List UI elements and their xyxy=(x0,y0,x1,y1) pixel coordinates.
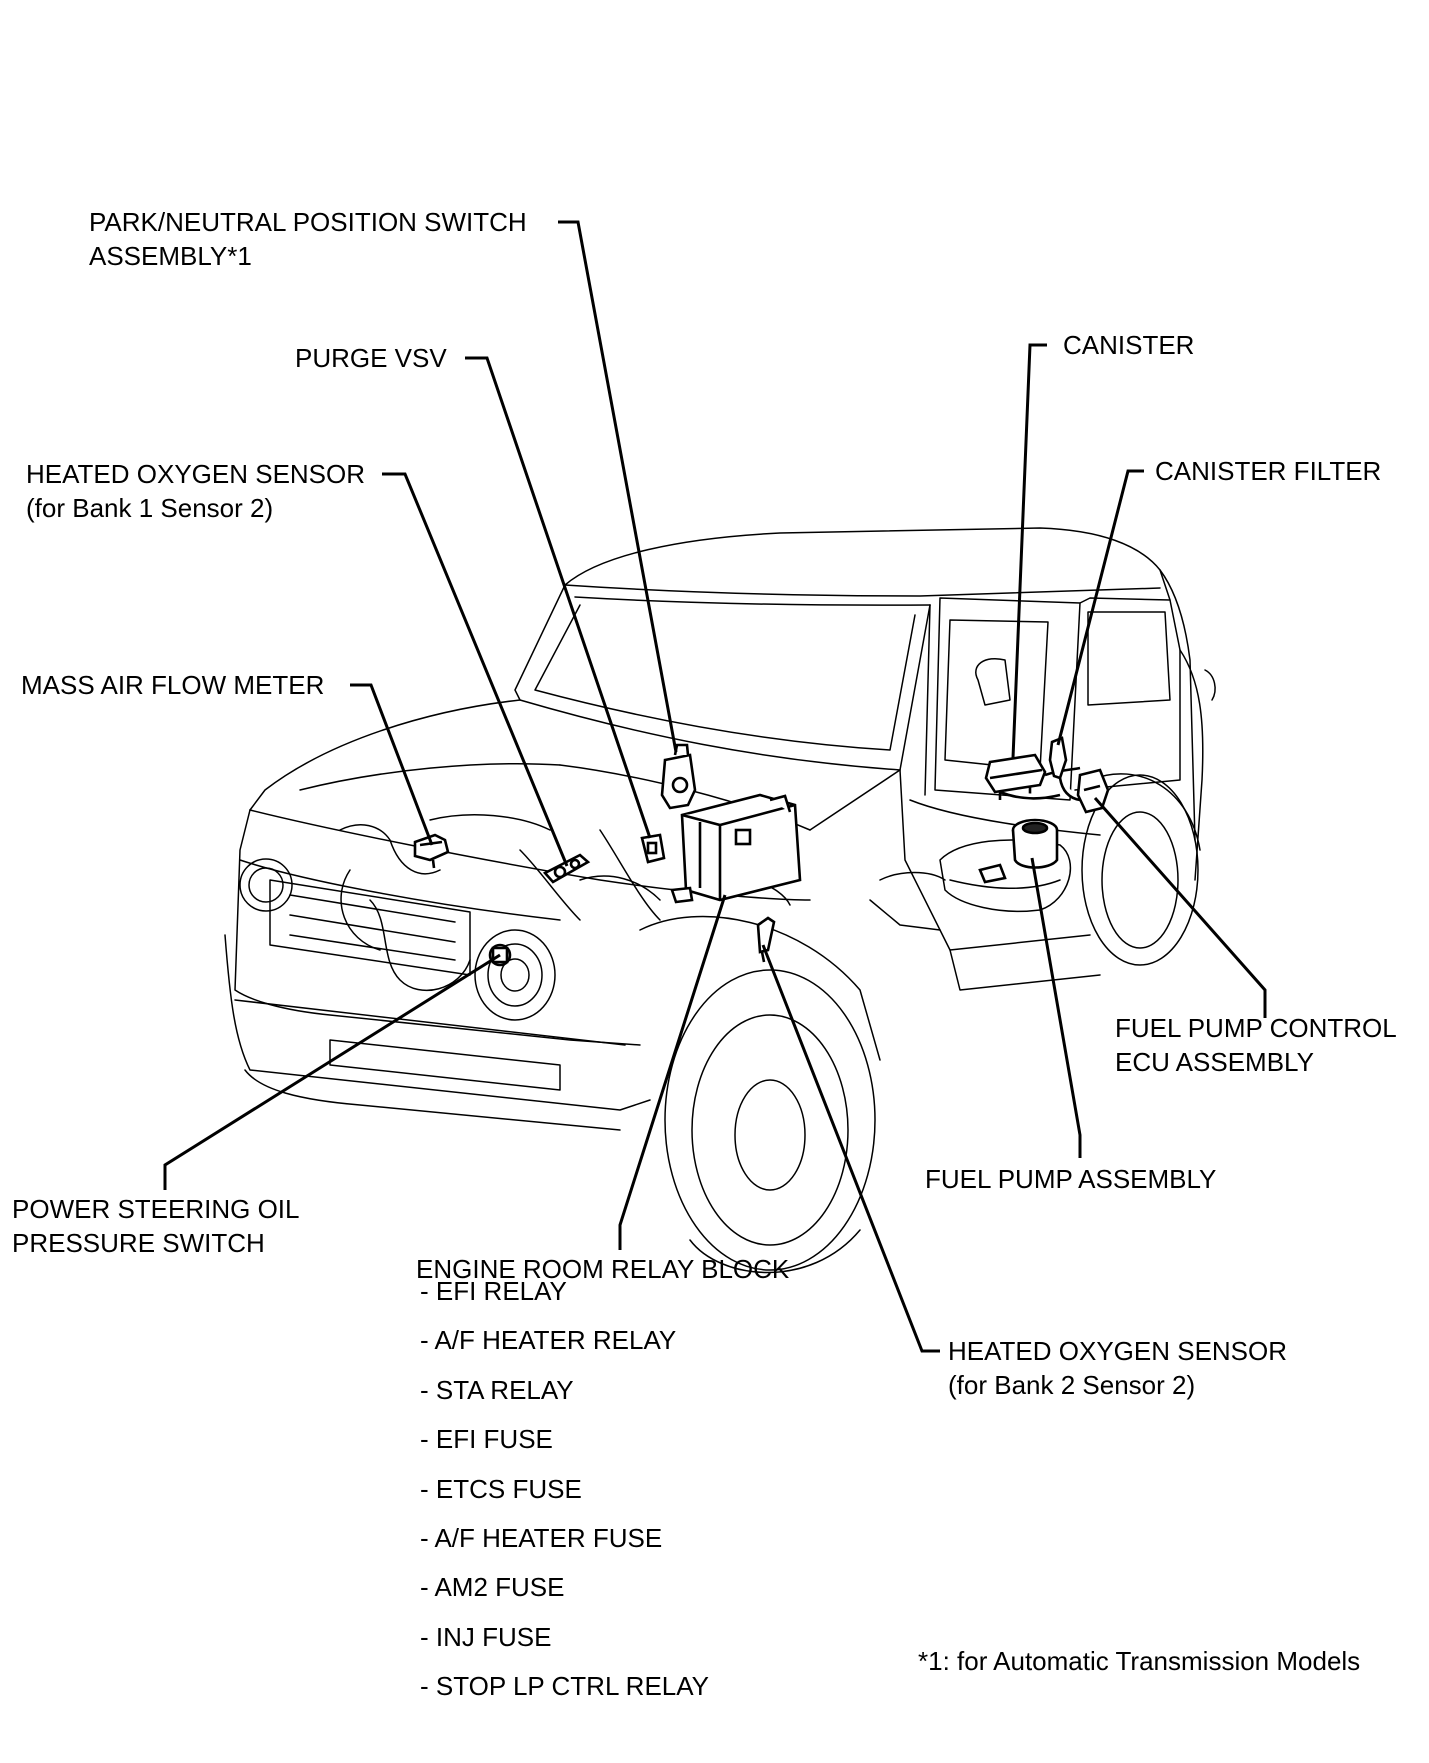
relay-block-item: - STA RELAY xyxy=(420,1374,574,1405)
relay-block-item: - EFI FUSE xyxy=(420,1424,553,1455)
label-park-neutral-line1: PARK/NEUTRAL POSITION SWITCH xyxy=(89,207,527,237)
canister-filter-part xyxy=(1048,736,1081,802)
label-canister-filter: CANISTER FILTER xyxy=(1155,454,1381,488)
relay-block-item: - EFI RELAY xyxy=(420,1276,567,1306)
label-power-steering-switch: POWER STEERING OIL PRESSURE SWITCH xyxy=(12,1192,300,1260)
label-power-steering-line1: POWER STEERING OIL xyxy=(12,1194,300,1224)
leader-park-neutral xyxy=(558,220,678,753)
label-ho2s-bank2: HEATED OXYGEN SENSOR (for Bank 2 Sensor … xyxy=(948,1334,1287,1402)
park-neutral-switch-part xyxy=(660,743,697,810)
label-ho2s-bank1-line2: (for Bank 1 Sensor 2) xyxy=(26,493,274,523)
leader-ho2s-bank1 xyxy=(382,472,569,867)
label-canister: CANISTER xyxy=(1063,328,1194,362)
relay-block-item: - INJ FUSE xyxy=(420,1621,552,1652)
relay-block-item: - ETCS FUSE xyxy=(420,1473,582,1504)
purge-vsv-part xyxy=(640,833,666,864)
label-ho2s-bank2-line2: (for Bank 2 Sensor 2) xyxy=(948,1370,1196,1400)
label-fuel-pump-line1: FUEL PUMP ASSEMBLY xyxy=(925,1164,1217,1194)
vehicle-outline xyxy=(224,527,1216,1274)
label-canister-line1: CANISTER xyxy=(1063,330,1195,360)
relay-block-item: - AM2 FUSE xyxy=(420,1572,565,1603)
label-engine-room-relay-block: ENGINE ROOM RELAY BLOCK xyxy=(416,1252,789,1286)
ho2s-bank2-part xyxy=(756,916,776,963)
leader-canister-filter xyxy=(1056,469,1144,746)
leader-fuel-pump xyxy=(1030,857,1082,1158)
label-canister-filter-line1: CANISTER FILTER xyxy=(1155,456,1382,486)
relay-block-item-list: - EFI RELAY - A/F HEATER RELAY - STA REL… xyxy=(420,1267,709,1712)
leader-power-steering xyxy=(163,953,501,1190)
label-fuel-pump-ecu-line2: ECU ASSEMBLY xyxy=(1115,1047,1314,1077)
engine-room-relay-block-part xyxy=(670,793,802,904)
label-purge-vsv-line1: PURGE VSV xyxy=(295,343,447,373)
label-fuel-pump-ecu-line1: FUEL PUMP CONTROL xyxy=(1115,1013,1397,1043)
leader-fuel-pump-ecu xyxy=(1093,797,1267,1018)
label-relay-block-line1: ENGINE ROOM RELAY BLOCK xyxy=(416,1254,790,1284)
label-purge-vsv: PURGE VSV xyxy=(295,341,447,375)
leader-canister xyxy=(1011,343,1047,759)
relay-block-item: - STOP LP CTRL RELAY xyxy=(420,1671,709,1702)
label-fuel-pump-ecu: FUEL PUMP CONTROL ECU ASSEMBLY xyxy=(1115,1011,1397,1079)
component-markers xyxy=(413,736,1110,967)
leader-mass-air-flow xyxy=(350,683,434,846)
label-park-neutral-line2: ASSEMBLY*1 xyxy=(89,241,252,271)
label-fuel-pump-assembly: FUEL PUMP ASSEMBLY xyxy=(925,1162,1216,1196)
label-ho2s-bank1-line1: HEATED OXYGEN SENSOR xyxy=(26,459,366,489)
leader-relay-block xyxy=(618,894,727,1250)
label-ho2s-bank1: HEATED OXYGEN SENSOR (for Bank 1 Sensor … xyxy=(26,457,365,525)
label-park-neutral-switch: PARK/NEUTRAL POSITION SWITCH ASSEMBLY*1 xyxy=(89,205,527,273)
leader-ho2s-bank2 xyxy=(761,944,940,1353)
label-mass-air-flow-meter: MASS AIR FLOW METER xyxy=(21,668,324,702)
label-power-steering-line2: PRESSURE SWITCH xyxy=(12,1228,265,1258)
leader-purge-vsv xyxy=(465,356,652,839)
ho2s-bank1-part xyxy=(542,853,591,884)
label-mass-air-flow-line1: MASS AIR FLOW METER xyxy=(21,670,325,700)
fuel-pump-assembly-part xyxy=(978,818,1059,884)
relay-block-item: - A/F HEATER FUSE xyxy=(420,1522,663,1553)
leader-lines xyxy=(163,220,1267,1353)
relay-block-item: - A/F HEATER RELAY xyxy=(420,1325,677,1356)
footnote: *1: for Automatic Transmission Models xyxy=(918,1646,1361,1676)
label-ho2s-bank2-line1: HEATED OXYGEN SENSOR xyxy=(948,1336,1288,1366)
